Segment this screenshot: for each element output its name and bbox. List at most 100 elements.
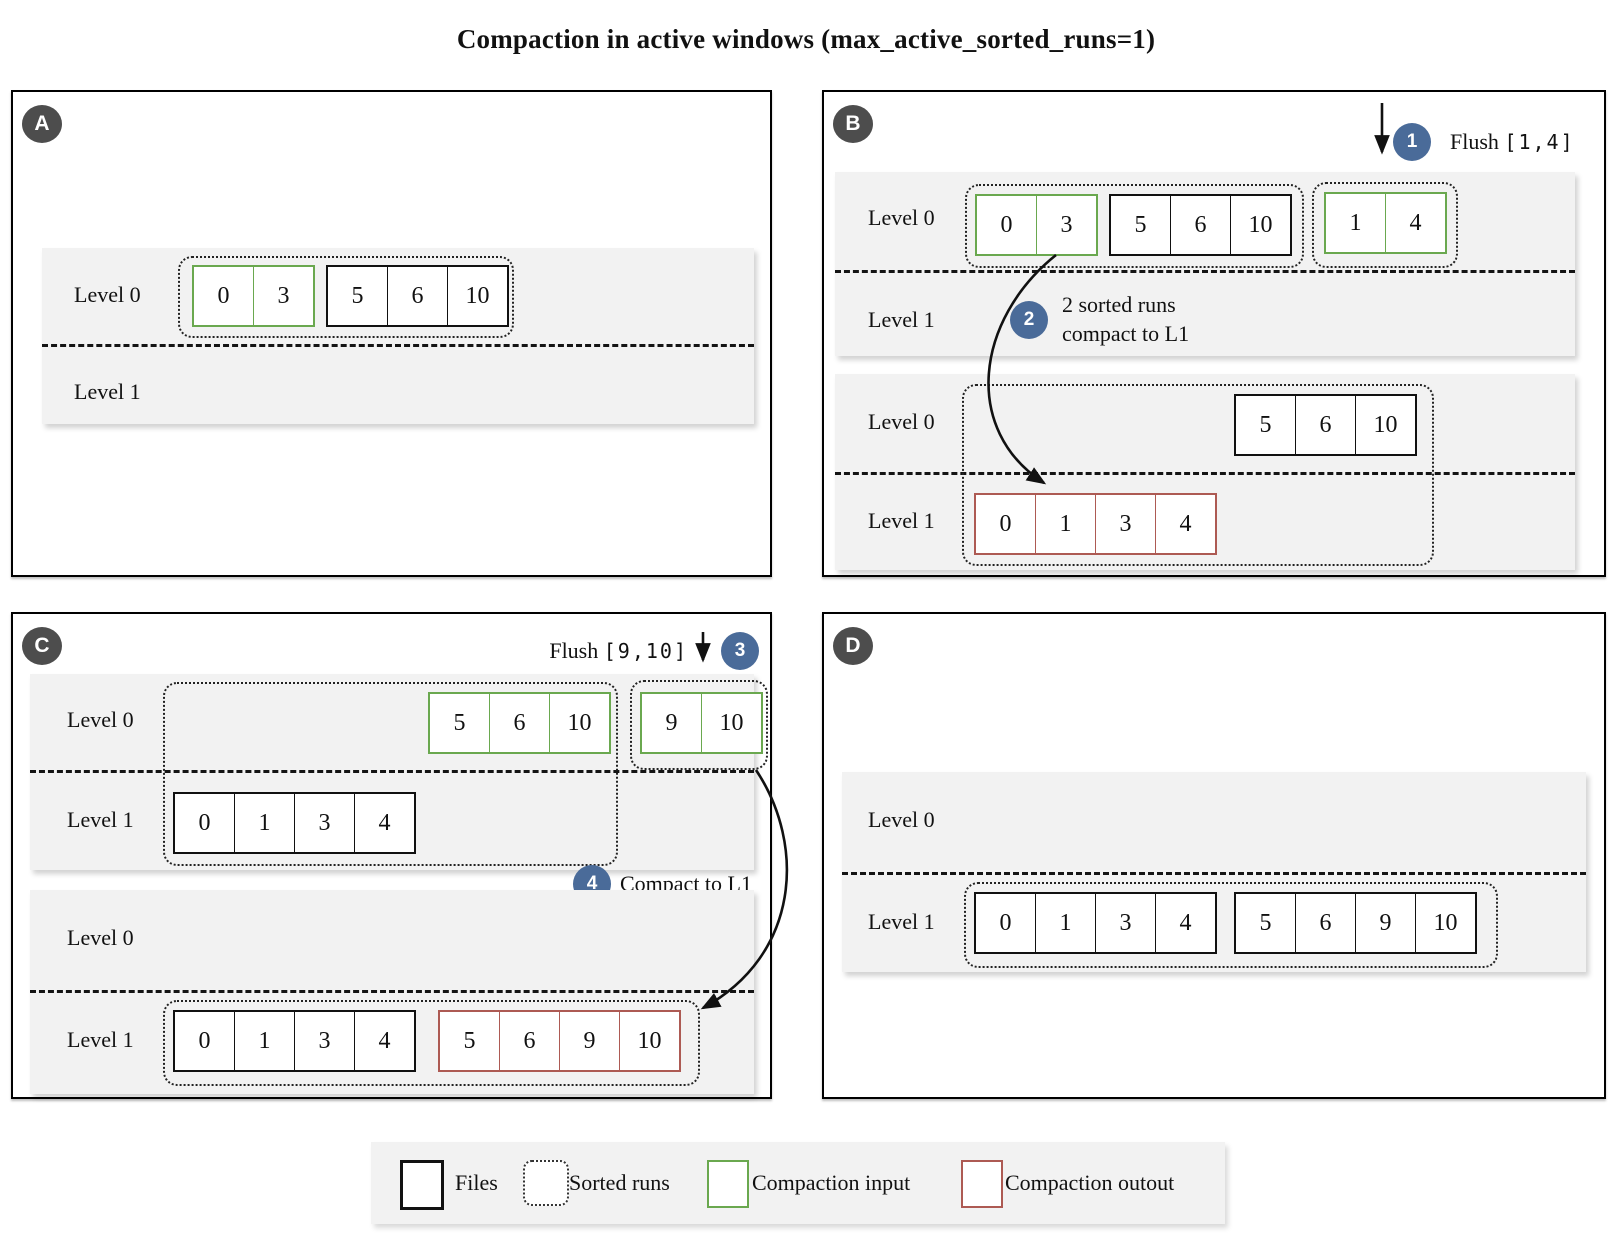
panel-a-badge: A [22, 105, 62, 143]
file-cell: 9 [559, 1012, 619, 1070]
file-cell: 3 [294, 1012, 354, 1070]
file-cell: 9 [1355, 894, 1415, 952]
file-cell: 6 [499, 1012, 559, 1070]
diagram-title: Compaction in active windows (max_active… [456, 24, 1156, 54]
file-cell: 1 [1035, 894, 1095, 952]
level1-label: Level 1 [67, 807, 134, 832]
file-cell: 0 [198, 809, 211, 836]
level-separator [835, 472, 1575, 475]
file-cell: 4 [1155, 894, 1215, 952]
file-cell: 0 [1000, 211, 1013, 238]
file-cell: 5 [351, 282, 364, 309]
level0-label: Level 0 [868, 205, 935, 230]
file-cell: 5 [463, 1027, 476, 1054]
flush-annotation: Flush [9,10] [502, 638, 688, 664]
sorted-run-outline [630, 680, 768, 770]
file-cell: 5 [453, 709, 466, 736]
file-cell: 10 [619, 1012, 679, 1070]
sorted-run-outline [163, 682, 618, 866]
file-cell: 10 [549, 694, 609, 752]
compaction-output-label: Compaction outout [1005, 1170, 1175, 1195]
compact-note-line1: 2 sorted runs [1062, 292, 1176, 317]
step-circle-1: 1 [1393, 123, 1431, 161]
sorted-runs-swatch [523, 1160, 569, 1206]
compact-note: 2 sorted runs compact to L1 [1062, 290, 1189, 348]
file-cell: 3 [294, 794, 354, 852]
level0-label: Level 0 [74, 282, 141, 307]
file-cell: 10 [701, 694, 761, 752]
file-cell: 5 [1259, 411, 1272, 438]
file-group-flushed: 9 10 [640, 692, 763, 754]
sorted-run-outline [965, 184, 1304, 268]
file-cell: 10 [447, 267, 507, 325]
file-cell: 4 [1385, 194, 1445, 252]
file-cell: 5 [1259, 909, 1272, 936]
level0-label: Level 0 [67, 925, 134, 950]
file-cell: 4 [354, 1012, 414, 1070]
sorted-run-outline [964, 882, 1498, 968]
compaction-input-swatch [707, 1160, 749, 1208]
level0-label: Level 0 [67, 707, 134, 732]
sorted-run-outline [1312, 182, 1458, 268]
file-cell: 1 [234, 794, 294, 852]
file-cell: 0 [999, 510, 1012, 537]
legend: Files Sorted runs Compaction input Compa… [371, 1142, 1225, 1224]
file-cell: 4 [1155, 495, 1215, 553]
level0-label: Level 0 [868, 807, 935, 832]
level1-label: Level 1 [868, 909, 935, 934]
file-cell: 10 [1415, 894, 1475, 952]
file-cell: 9 [665, 709, 678, 736]
step-circle-3: 3 [721, 632, 759, 670]
level-separator [835, 270, 1575, 273]
file-cell: 4 [354, 794, 414, 852]
compact-note-line2: compact to L1 [1062, 321, 1190, 346]
file-cell: 0 [999, 909, 1012, 936]
flush-range: [9,10] [603, 639, 688, 663]
file-cell: 6 [387, 267, 447, 325]
flush-annotation: Flush [1,4] [1450, 129, 1575, 155]
level1-label: Level 1 [868, 508, 935, 533]
level-separator [30, 990, 754, 993]
sorted-runs-label: Sorted runs [569, 1170, 670, 1195]
file-cell: 3 [1036, 196, 1096, 254]
step-circle-2: 2 [1010, 301, 1048, 339]
sorted-run-outline [163, 1000, 700, 1086]
sorted-run-outline [178, 256, 514, 338]
flush-range: [1,4] [1504, 130, 1575, 154]
flush-word: Flush [1450, 129, 1499, 154]
file-cell: 10 [1230, 196, 1290, 254]
file-cell: 1 [1349, 209, 1362, 236]
file-cell: 6 [489, 694, 549, 752]
level0-label: Level 0 [868, 409, 935, 434]
level1-label: Level 1 [868, 307, 935, 332]
level-separator [30, 770, 754, 773]
file-cell: 3 [253, 267, 313, 325]
file-cell: 6 [1295, 396, 1355, 454]
flush-word: Flush [549, 638, 599, 663]
file-cell: 0 [198, 1027, 211, 1054]
